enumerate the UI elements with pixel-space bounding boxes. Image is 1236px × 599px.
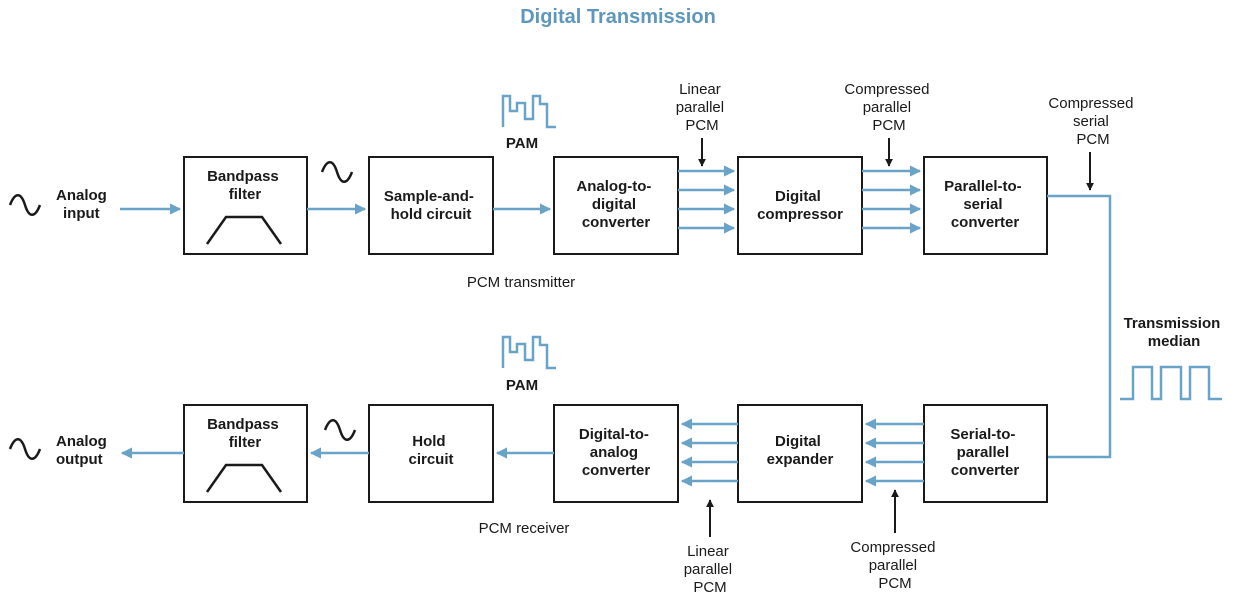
- pam-tx-label: PAM: [506, 135, 538, 152]
- tx-bandpass-filter-block: [183, 156, 308, 255]
- rx-hold-circuit-label: Hold circuit: [408, 433, 453, 468]
- rx-serial-to-parallel-block: [923, 404, 1048, 503]
- rx-sine-icon: [323, 419, 357, 441]
- pam-tx-waveform-icon: [501, 94, 556, 129]
- linear-parallel-pcm-tx-label: Linear parallel PCM: [676, 81, 729, 134]
- tx-parallel-to-serial-label: Parallel-to- serial converter: [944, 178, 1026, 231]
- tx-compressor-block: [737, 156, 863, 255]
- compressed-parallel-pcm-rx-label: Compressed parallel PCM: [850, 539, 939, 592]
- linear-parallel-bus-tx: [678, 165, 736, 234]
- tx-adc-label: Analog-to- digital converter: [576, 178, 655, 231]
- transmission-median-label: Transmission median: [1124, 315, 1225, 350]
- linear-parallel-bus-rx: [680, 418, 738, 487]
- tx-bandpass-response-icon: [205, 215, 283, 245]
- tx-adc-block: [553, 156, 679, 255]
- pcm-transmitter-label: PCM transmitter: [467, 274, 575, 291]
- compressed-parallel-pcm-tx-label: Compressed parallel PCM: [844, 81, 933, 134]
- compressed-serial-pcm-label: Compressed serial PCM: [1048, 95, 1137, 148]
- linear-parallel-pcm-rx-label: Linear parallel PCM: [684, 543, 737, 596]
- rx-hold-circuit-block: [368, 404, 494, 503]
- tx-sample-hold-block: [368, 156, 494, 255]
- transmission-line: [1047, 194, 1112, 459]
- pam-rx-label: PAM: [506, 377, 538, 394]
- tx-parallel-to-serial-block: [923, 156, 1048, 255]
- compressed-parallel-bus-tx: [862, 165, 922, 234]
- rx-expander-block: [737, 404, 863, 503]
- analog-output-sine-icon: [8, 438, 42, 460]
- rx-dac-label: Digital-to- analog converter: [579, 426, 653, 479]
- tx-sample-hold-label: Sample-and- hold circuit: [384, 188, 478, 223]
- tx-compressor-label: Digital compressor: [757, 188, 843, 223]
- rx-expander-label: Digital expander: [767, 433, 834, 468]
- compressed-parallel-bus-rx: [864, 418, 924, 487]
- analog-output-label: Analog output: [56, 433, 111, 468]
- diagram-title: Digital Transmission: [520, 6, 716, 28]
- rx-serial-to-parallel-label: Serial-to- parallel converter: [950, 426, 1019, 479]
- analog-input-label: Analog input: [56, 187, 111, 222]
- pcm-receiver-label: PCM receiver: [479, 520, 570, 537]
- rx-bandpass-filter-label: Bandpass filter: [207, 416, 283, 451]
- serial-data-waveform-icon: [1120, 365, 1222, 401]
- analog-input-sine-icon: [8, 194, 42, 216]
- pam-rx-waveform-icon: [501, 335, 556, 370]
- tx-sine-icon: [320, 161, 354, 183]
- rx-bandpass-response-icon: [205, 463, 283, 493]
- tx-bandpass-filter-label: Bandpass filter: [207, 168, 283, 203]
